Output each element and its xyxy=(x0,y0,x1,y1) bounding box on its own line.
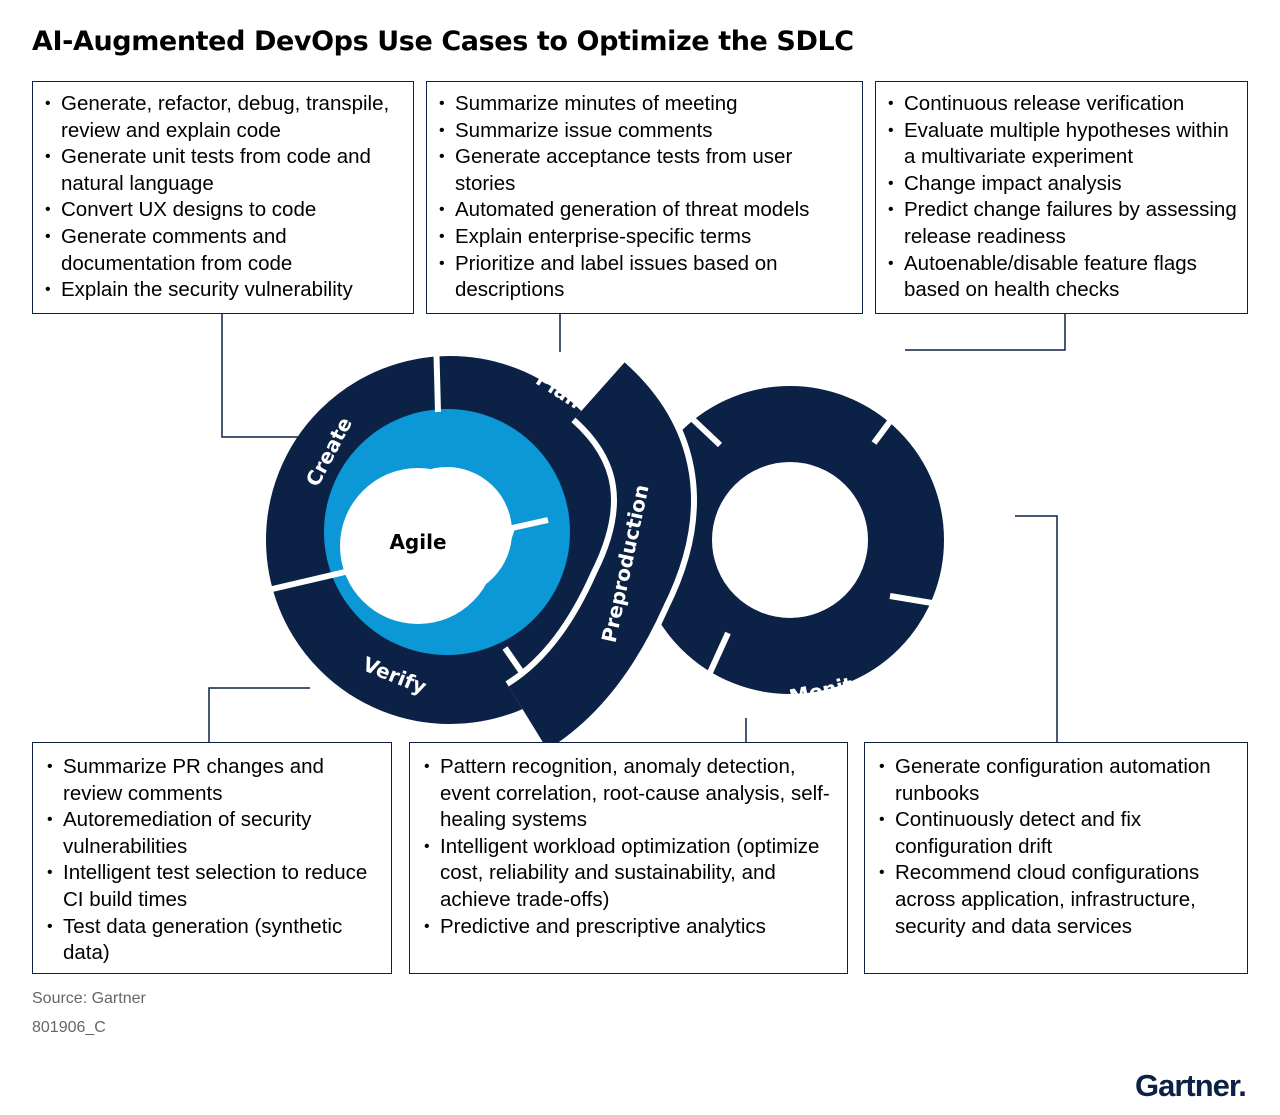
release-use-cases-box: Continuous release verification Evaluate… xyxy=(875,81,1248,314)
list-item: Change impact analysis xyxy=(888,171,1237,198)
plan-use-cases-box: Summarize minutes of meeting Summarize i… xyxy=(426,81,863,314)
ops-loop xyxy=(636,386,963,701)
use-case-list: Continuous release verification Evaluate… xyxy=(888,91,1237,304)
list-item: Continuously detect and fix configuratio… xyxy=(879,807,1237,860)
segment-divider xyxy=(433,335,441,413)
segment-divider xyxy=(695,631,731,701)
verify-use-cases-box: Summarize PR changes and review comments… xyxy=(32,742,392,974)
list-item: Generate unit tests from code and natura… xyxy=(45,144,403,197)
list-item: Explain the security vulnerability xyxy=(45,277,403,304)
document-id: 801906_C xyxy=(32,1019,106,1036)
segment-divider xyxy=(267,569,346,593)
preproduction-band xyxy=(504,357,697,755)
list-item: Evaluate multiple hypotheses within a mu… xyxy=(888,118,1237,171)
connector-release xyxy=(905,314,1066,351)
use-case-list: Summarize minutes of meeting Summarize i… xyxy=(439,91,852,304)
list-item: Predictive and prescriptive analytics xyxy=(424,914,837,941)
page-title: AI-Augmented DevOps Use Cases to Optimiz… xyxy=(32,26,854,57)
gartner-logo: Gartner. xyxy=(1135,1068,1247,1103)
list-item: Summarize issue comments xyxy=(439,118,852,145)
list-item: Explain enterprise-specific terms xyxy=(439,224,852,251)
list-item: Generate acceptance tests from user stor… xyxy=(439,144,852,197)
list-item: Continuous release verification xyxy=(888,91,1237,118)
list-item: Predict change failures by assessing rel… xyxy=(888,197,1237,250)
list-item: Prioritize and label issues based on des… xyxy=(439,251,852,304)
connector-configure xyxy=(1015,515,1058,742)
stage-label-release: Release xyxy=(761,345,851,378)
use-case-list: Generate configuration automation runboo… xyxy=(879,754,1237,940)
list-item: Convert UX designs to code xyxy=(45,197,403,224)
list-item: Automated generation of threat models xyxy=(439,197,852,224)
dev-loop xyxy=(266,335,634,724)
segment-divider xyxy=(662,390,723,448)
use-case-list: Summarize PR changes and review comments… xyxy=(47,754,381,967)
list-item: Generate comments and documentation from… xyxy=(45,224,403,277)
source-note: Source: Gartner xyxy=(32,990,146,1007)
connector-lines xyxy=(208,314,1066,742)
agile-label: Agile xyxy=(389,530,446,554)
segment-divider xyxy=(871,387,917,445)
monitor-use-cases-box: Pattern recognition, anomaly detection, … xyxy=(409,742,848,974)
list-item: Summarize minutes of meeting xyxy=(439,91,852,118)
list-item: Recommend cloud configurations across ap… xyxy=(879,860,1237,940)
list-item: Intelligent test selection to reduce CI … xyxy=(47,860,381,913)
list-item: Test data generation (synthetic data) xyxy=(47,914,381,967)
list-item: Generate, refactor, debug, transpile, re… xyxy=(45,91,403,144)
list-item: Generate configuration automation runboo… xyxy=(879,754,1237,807)
list-item: Autoremediation of security vulnerabilit… xyxy=(47,807,381,860)
connector-verify xyxy=(208,687,310,742)
list-item: Pattern recognition, anomaly detection, … xyxy=(424,754,837,834)
use-case-list: Pattern recognition, anomaly detection, … xyxy=(424,754,837,940)
use-case-list: Generate, refactor, debug, transpile, re… xyxy=(45,91,403,304)
create-use-cases-box: Generate, refactor, debug, transpile, re… xyxy=(32,81,414,314)
connector-create xyxy=(221,314,310,438)
list-item: Intelligent workload optimization (optim… xyxy=(424,834,837,914)
stage-label-configure: Configure xyxy=(943,469,996,581)
segment-divider xyxy=(889,593,963,611)
list-item: Summarize PR changes and review comments xyxy=(47,754,381,807)
list-item: Autoenable/disable feature flags based o… xyxy=(888,251,1237,304)
configure-use-cases-box: Generate configuration automation runboo… xyxy=(864,742,1248,974)
